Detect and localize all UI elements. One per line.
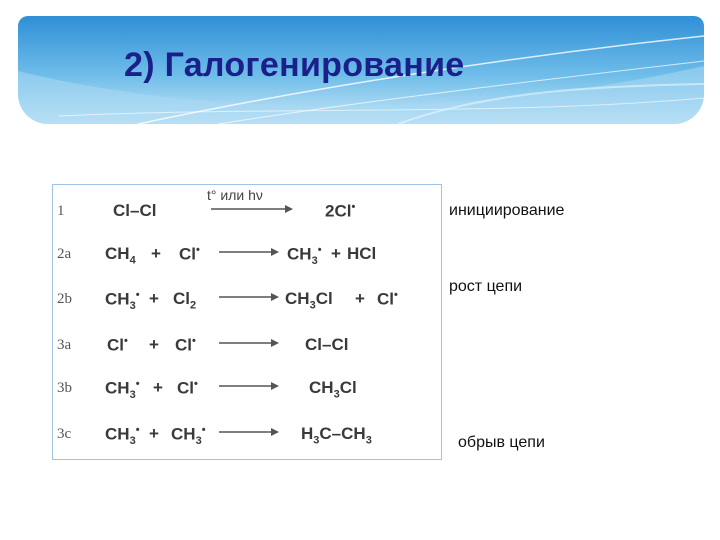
- reaction-number: 2b: [57, 291, 72, 307]
- product: Cl•: [377, 289, 398, 309]
- product: H3C–CH3: [301, 424, 372, 447]
- reaction-mechanism-panel: 1 Cl–Cl t° или hν 2Cl• 2a CH4 + Cl• CH3•…: [52, 184, 442, 460]
- stage-termination-label: обрыв цепи: [458, 434, 545, 451]
- reactant: Cl2: [173, 289, 197, 312]
- reaction-arrow: [219, 382, 279, 390]
- plus-sign: +: [355, 289, 365, 308]
- reaction-row: 3b CH3• + Cl• CH3Cl: [53, 368, 441, 408]
- product: CH3Cl: [285, 289, 333, 312]
- reaction-condition: t° или hν: [207, 187, 263, 203]
- reactant: CH3•: [171, 424, 206, 448]
- reaction-row: 1 Cl–Cl t° или hν 2Cl•: [53, 187, 441, 231]
- reaction-arrow: [219, 339, 279, 347]
- reaction-arrow: [219, 293, 279, 301]
- reaction-number: 2a: [57, 246, 72, 262]
- product: Cl–Cl: [305, 335, 349, 354]
- reaction-row: 3a Cl• + Cl• Cl–Cl: [53, 325, 441, 365]
- reactant: Cl•: [175, 335, 196, 355]
- reactant: CH3•: [105, 424, 140, 448]
- plus-sign: +: [149, 289, 159, 308]
- reaction-row: 2a CH4 + Cl• CH3• + HCl: [53, 234, 441, 274]
- reactant: CH3•: [105, 289, 140, 313]
- plus-sign: +: [331, 244, 341, 263]
- product: 2Cl•: [325, 201, 356, 221]
- reactant: Cl•: [107, 335, 128, 355]
- reaction-arrow: [211, 205, 293, 213]
- stage-initiation-label: инициирование: [449, 202, 565, 219]
- plus-sign: +: [151, 244, 161, 263]
- reaction-row: 3c CH3• + CH3• H3C–CH3: [53, 414, 441, 454]
- wave-background: [18, 16, 704, 124]
- stage-propagation-label: рост цепи: [449, 278, 523, 295]
- reaction-number: 3b: [57, 380, 72, 396]
- reaction-arrow: [219, 248, 279, 256]
- reaction-number: 1: [57, 203, 65, 219]
- slide-title: 2) Галогенирование: [124, 46, 465, 84]
- reactant: Cl•: [177, 378, 198, 398]
- plus-sign: +: [149, 424, 159, 443]
- product: HCl: [347, 244, 377, 263]
- reaction-number: 3c: [57, 426, 72, 442]
- reactant: CH4: [105, 244, 136, 267]
- reactant: Cl•: [179, 244, 200, 264]
- reactant: Cl–Cl: [113, 201, 157, 220]
- reaction-row: 2b CH3• + Cl2 CH3Cl + Cl•: [53, 279, 441, 319]
- product: CH3•: [287, 244, 322, 268]
- reaction-number: 3a: [57, 337, 72, 353]
- reactant: CH3•: [105, 378, 140, 402]
- reaction-arrow: [219, 428, 279, 436]
- plus-sign: +: [149, 335, 159, 354]
- product: CH3Cl: [309, 378, 357, 401]
- slide-header-banner: [18, 16, 704, 124]
- plus-sign: +: [153, 378, 163, 397]
